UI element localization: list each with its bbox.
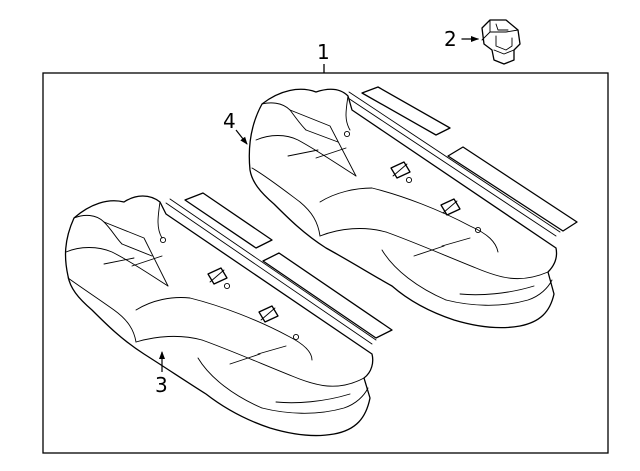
clip-part xyxy=(461,19,521,65)
callout-label-4: 4 xyxy=(223,109,236,133)
callout-label-1: 1 xyxy=(317,40,330,64)
callout-4-leader xyxy=(235,129,248,145)
upper-seat-cushion xyxy=(248,86,578,329)
assembly-frame xyxy=(42,72,609,454)
callout-label-2: 2 xyxy=(444,27,457,51)
callout-label-3: 3 xyxy=(155,373,168,397)
lower-seat-cushion xyxy=(64,192,393,437)
